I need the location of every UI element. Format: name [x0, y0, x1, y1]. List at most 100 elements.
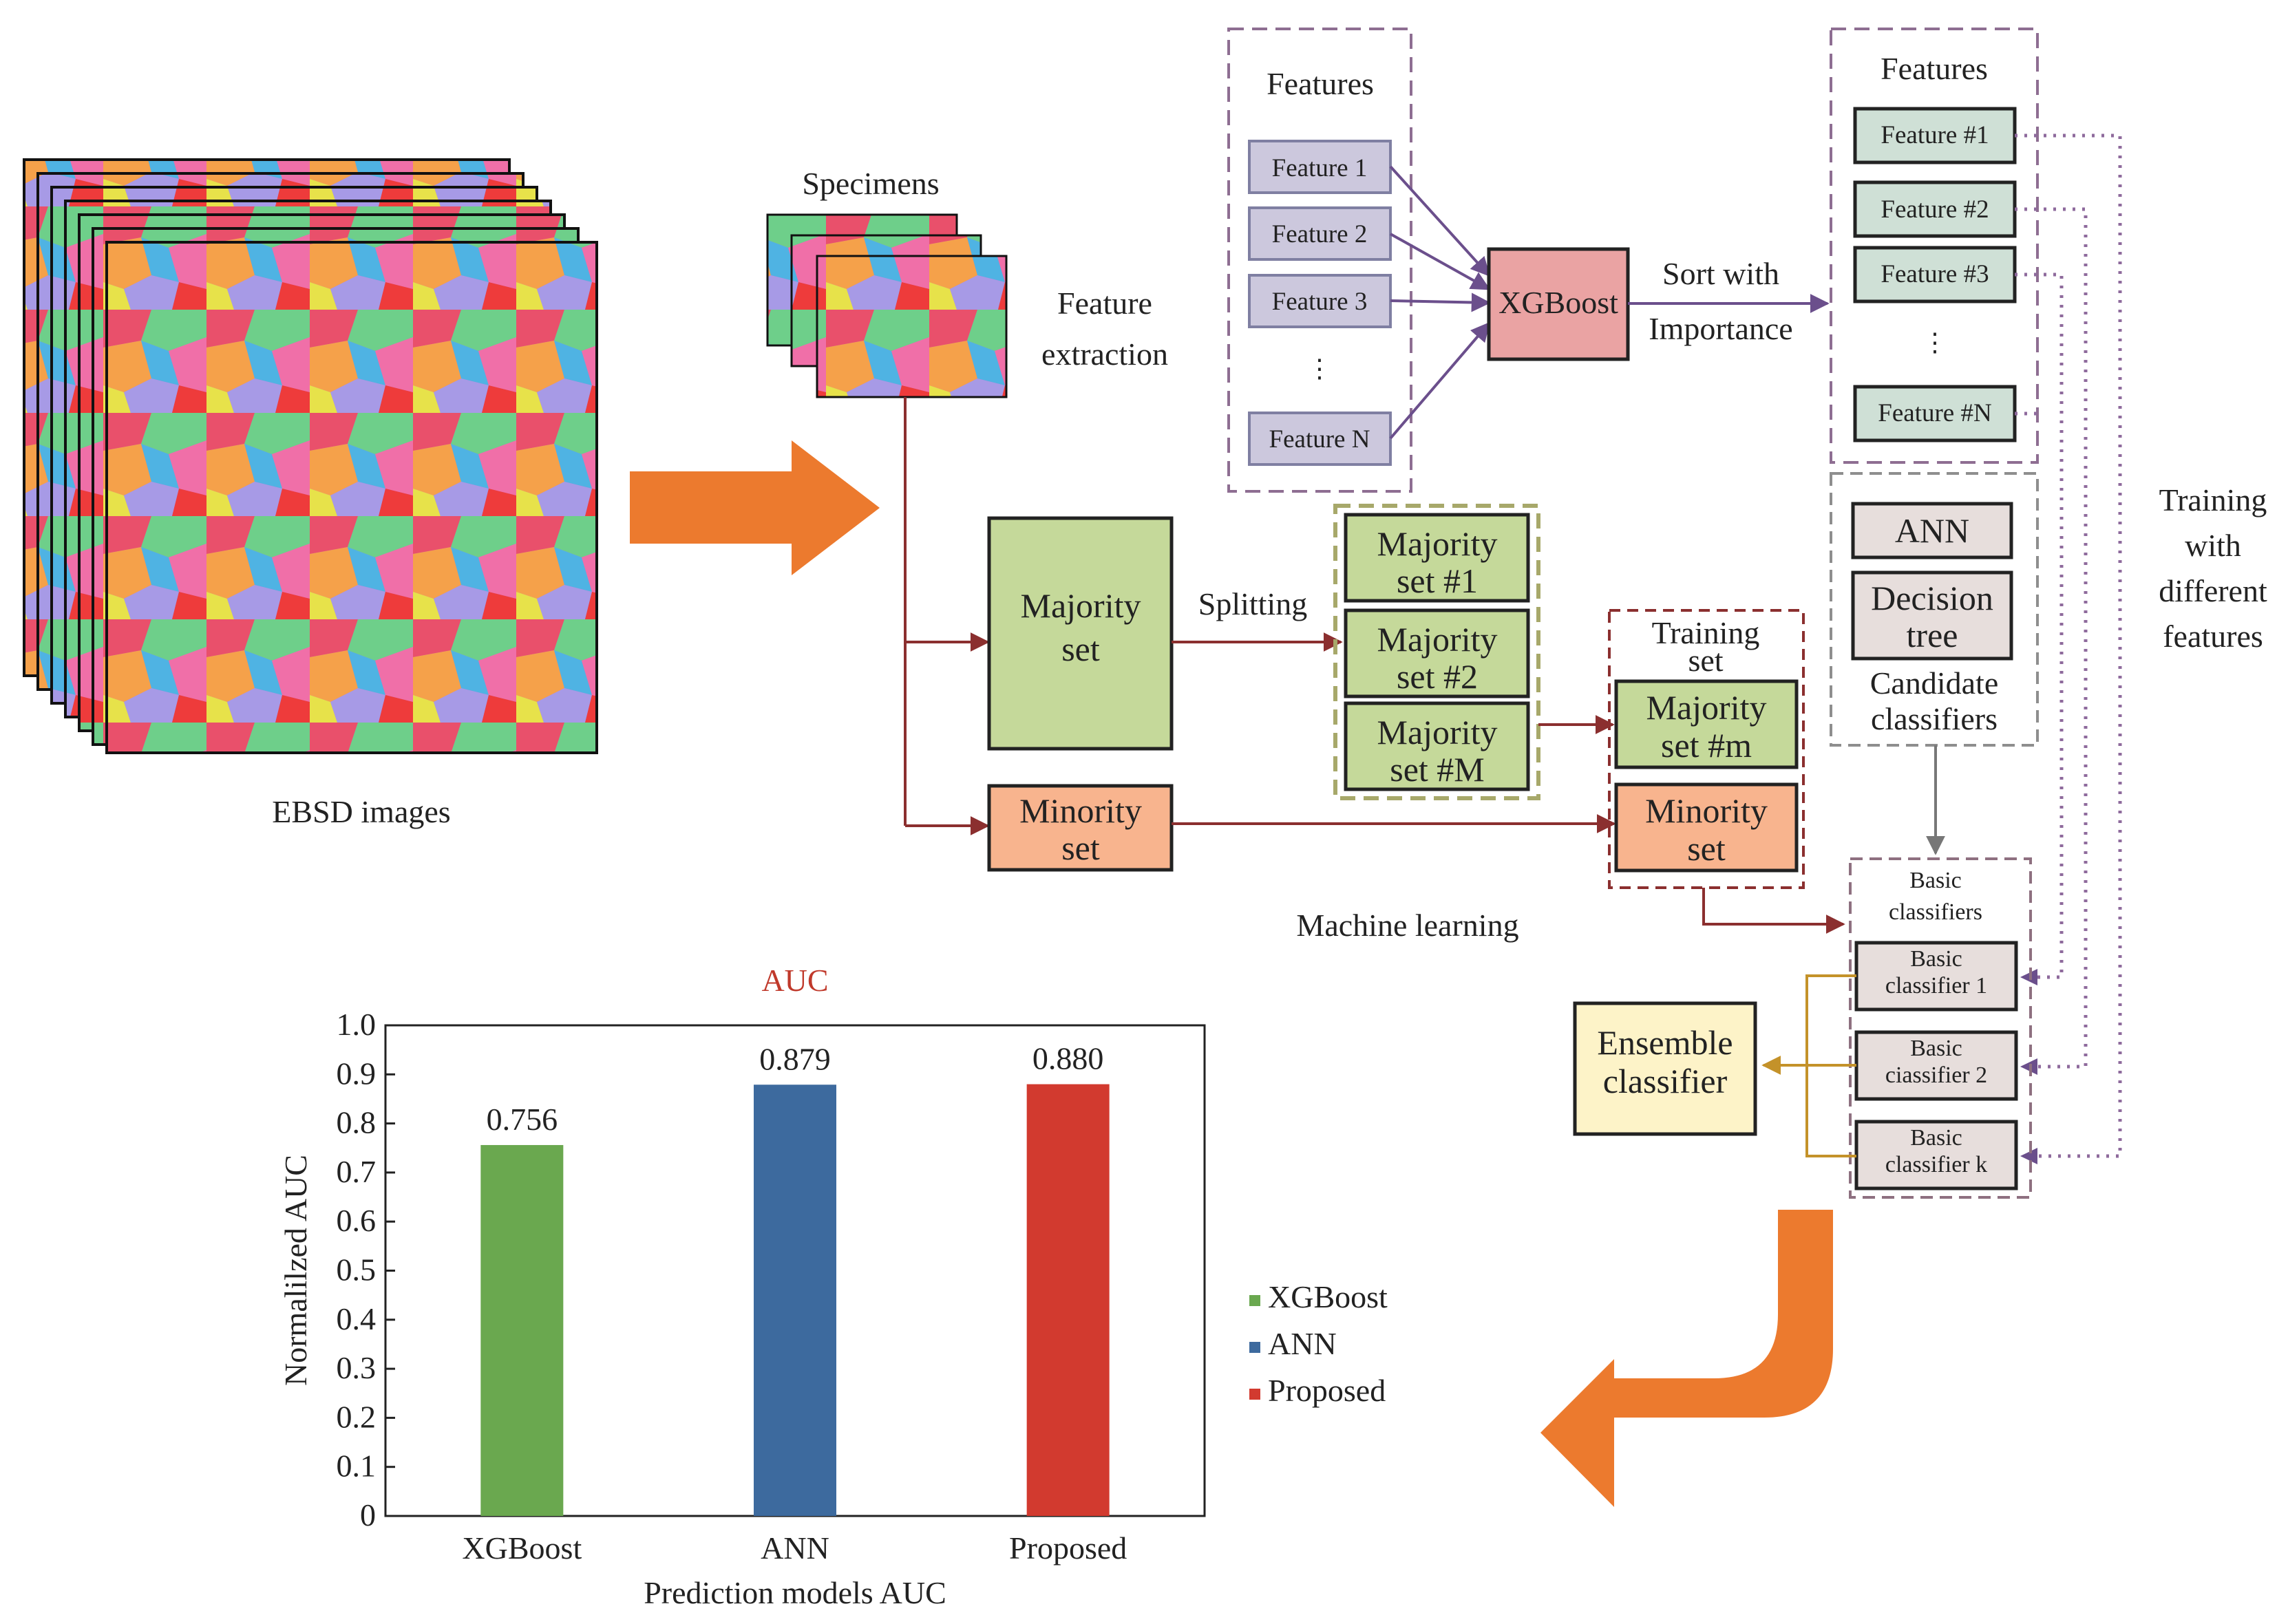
ensemble-line1: Ensemble	[1597, 1023, 1733, 1062]
training-label-line3: different	[2159, 573, 2267, 608]
majority-subset-m-line2: set #M	[1390, 750, 1485, 789]
xgboost-label: XGBoost	[1498, 285, 1618, 320]
y-tick-label: 0.5	[337, 1252, 377, 1288]
majority-subset-1-box	[1344, 513, 1530, 603]
majority-subset-m-box	[1344, 701, 1530, 791]
basic-classifier-1-box	[1854, 941, 2018, 1012]
sort-label-line1: Sort with	[1662, 256, 1779, 291]
y-tick-label: 0.7	[337, 1154, 377, 1189]
feature-extraction-line2: extraction	[1041, 336, 1168, 372]
legend-label: ANN	[1268, 1326, 1337, 1361]
ebsd-label: EBSD images	[272, 794, 450, 829]
majority-set-line1: Majority	[1021, 586, 1141, 625]
bar-xgboost	[480, 1144, 564, 1516]
basic-classifier-2-box	[1854, 1030, 2018, 1101]
basic-to-ensemble-connectors	[1761, 974, 1856, 1157]
legend-swatch	[1249, 1342, 1260, 1353]
training-label-line4: features	[2163, 619, 2263, 654]
ebsd-image-stack	[23, 158, 598, 754]
training-label-line2: with	[2185, 528, 2241, 563]
majority-subset-2-line1: Majority	[1377, 620, 1498, 659]
decision-tree-box	[1851, 570, 2013, 661]
training-set-title-line1: Training	[1652, 615, 1760, 650]
features-left-group	[1227, 28, 1412, 493]
feature-rank-2-box	[1853, 180, 2017, 238]
bar-value-label: 0.880	[1032, 1041, 1104, 1076]
ann-candidate-box	[1851, 502, 2013, 559]
majority-subset-1-line1: Majority	[1377, 524, 1498, 563]
minority-set-line2: set	[1061, 829, 1100, 867]
features-right-ellipsis: ⋮	[1922, 329, 1948, 357]
ensemble-line2: classifier	[1603, 1062, 1728, 1100]
training-majority-box	[1614, 679, 1799, 769]
majority-set-line2: set	[1061, 630, 1100, 668]
big-right-arrow-icon	[630, 440, 880, 575]
features-left-ellipsis: ⋮	[1307, 355, 1333, 383]
feature-n-box	[1248, 412, 1392, 466]
feature-rank-3-box	[1853, 246, 2017, 303]
feature-extraction-line1: Feature	[1057, 286, 1152, 321]
training-to-basic-arrow	[1702, 888, 1845, 934]
basic-classifier-2-line1: Basic	[1910, 1036, 1962, 1061]
features-left-title: Features	[1267, 66, 1374, 101]
majority-set-box	[987, 516, 1174, 751]
chart-xlabel: Prediction models AUC	[644, 1575, 946, 1610]
chart-title: AUC	[761, 963, 828, 998]
basic-classifier-2-line2: ciassifier 2	[1885, 1062, 1987, 1088]
training-label-line1: Training	[2159, 482, 2267, 517]
y-tick-label: 0.8	[337, 1105, 377, 1140]
candidate-caption-line1: Candidate	[1870, 665, 1999, 701]
basic-classifier-1-line1: Basic	[1910, 946, 1962, 972]
feature-n-label: Feature N	[1269, 425, 1370, 453]
features-right-group	[1830, 28, 2039, 464]
feature-3-label: Feature 3	[1272, 288, 1368, 316]
training-arrowheads	[2020, 969, 2037, 1164]
x-tick-label: ANN	[761, 1530, 829, 1566]
bar-proposed	[1026, 1084, 1110, 1516]
training-minority-line2: set	[1687, 829, 1726, 868]
majority-subsets-group	[1333, 504, 1540, 800]
y-tick-label: 0.9	[337, 1056, 377, 1091]
legend-label: XGBoost	[1268, 1279, 1388, 1314]
machine-learning-label: Machine learning	[1296, 908, 1518, 943]
legend-swatch	[1249, 1295, 1260, 1306]
y-tick-label: 0	[360, 1497, 376, 1532]
majority-subset-1-line2: set #1	[1397, 562, 1478, 600]
specimen-thumbnails	[766, 213, 1008, 398]
xgboost-box	[1487, 247, 1630, 361]
majority-subset-2-line2: set #2	[1397, 657, 1478, 696]
specimens-label: Specimens	[802, 166, 939, 201]
training-minority-box	[1614, 782, 1799, 873]
feature-rank-n-box	[1853, 385, 2017, 442]
bar-value-label: 0.879	[759, 1041, 831, 1076]
curved-down-left-arrow-icon	[1540, 1210, 1833, 1507]
feature-rank-3-label: Feature #3	[1881, 260, 1989, 288]
feature-1-label: Feature 1	[1272, 154, 1368, 182]
minority-set-box	[987, 784, 1174, 872]
y-tick-label: 0.1	[337, 1449, 377, 1484]
feature-2-label: Feature 2	[1272, 220, 1368, 248]
y-tick-label: 0.6	[337, 1203, 377, 1238]
majority-subset-m-line1: Majority	[1377, 713, 1498, 751]
minority-set-line1: Minority	[1019, 791, 1142, 830]
legend-swatch	[1249, 1389, 1260, 1400]
feature-2-box	[1248, 206, 1392, 261]
bar-ann	[754, 1085, 836, 1516]
training-majority-line2: set #m	[1661, 726, 1752, 765]
features-right-title: Features	[1881, 51, 1988, 86]
bar-value-label: 0.756	[487, 1102, 558, 1137]
legend-label: Proposed	[1268, 1373, 1386, 1408]
y-tick-label: 1.0	[337, 1007, 377, 1042]
y-axis-ticks: 00.10.20.30.40.50.60.70.80.91.0	[337, 1007, 395, 1532]
training-majority-line1: Majority	[1646, 688, 1767, 727]
chart-bars: 0.756 0.879 0.880	[480, 1041, 1110, 1516]
sort-label-line2: Importance	[1649, 311, 1792, 346]
basic-classifier-1-line2: classifier 1	[1885, 973, 1987, 998]
training-set-title-line2: set	[1688, 643, 1723, 678]
basic-title-line2: classifiers	[1889, 899, 1982, 925]
feature-rank-1-label: Feature #1	[1881, 121, 1989, 149]
training-feature-dotted-lines	[2015, 133, 2122, 1158]
decision-tree-line2: tree	[1907, 616, 1958, 654]
candidate-caption-line2: classifiers	[1871, 701, 1998, 736]
